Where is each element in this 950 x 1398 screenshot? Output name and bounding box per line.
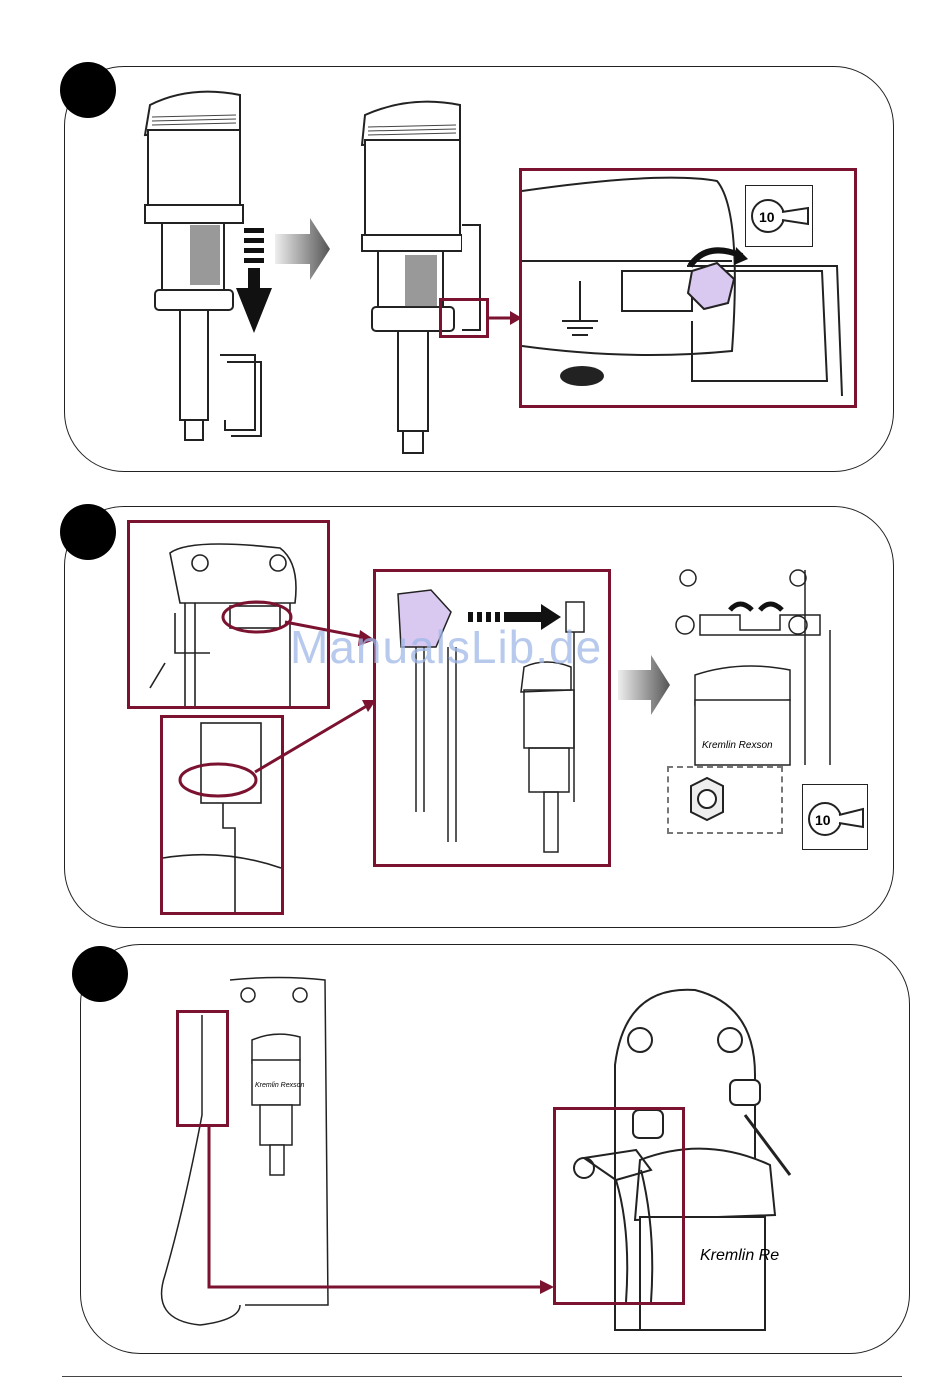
svg-text:Kremlin Re: Kremlin Re (700, 1247, 779, 1264)
spray-gun-illustration (556, 1110, 682, 1302)
footer-rule (62, 1376, 902, 1377)
watermark: ManualsLib.de (290, 620, 602, 674)
spray-gun-detail-frame (553, 1107, 685, 1305)
